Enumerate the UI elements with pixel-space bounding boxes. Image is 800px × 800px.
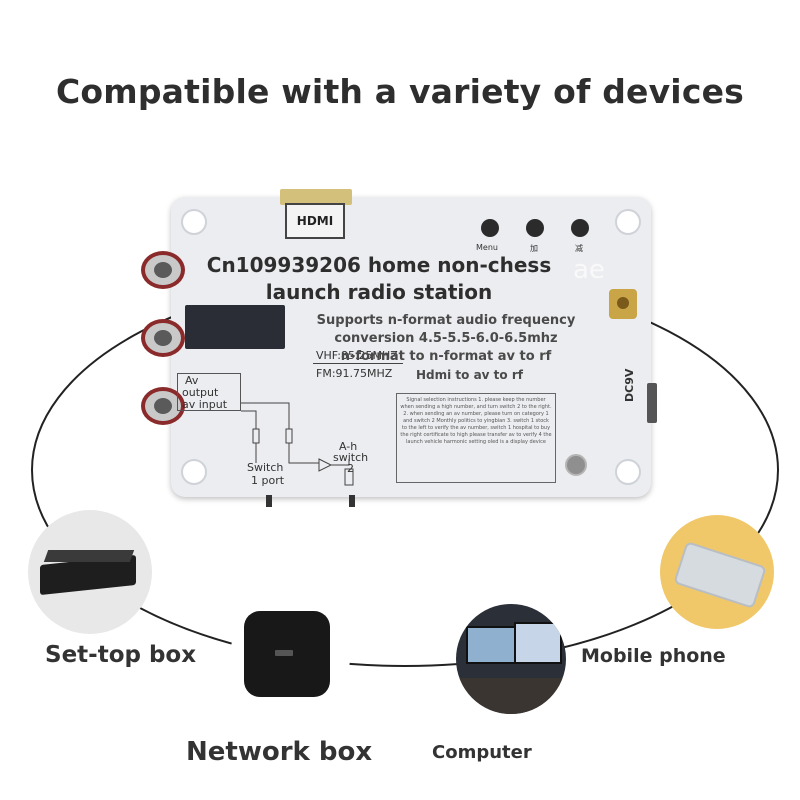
computer-label: Computer — [432, 742, 532, 763]
screw — [565, 454, 587, 476]
rca-connector — [141, 319, 185, 357]
headline: Compatible with a variety of devices — [55, 72, 745, 111]
antenna-connector — [609, 289, 637, 319]
mount-hole — [181, 209, 207, 235]
product-title-line-2: launch radio station — [265, 280, 493, 304]
computer-desk — [456, 678, 566, 714]
hdmi-label: HDMI — [285, 203, 345, 239]
circuit-lines — [241, 402, 354, 486]
mobile-phone-label: Mobile phone — [581, 645, 726, 667]
av-output-label: output — [182, 386, 219, 399]
computer-monitor-2-icon — [514, 622, 562, 664]
spec-line-3: n-format to n-format av to rf — [340, 349, 552, 364]
product-title-line-1: Cn109939206 home non-chess — [206, 253, 552, 277]
switch2-name-label: switch — [333, 451, 369, 464]
av-label: Av — [185, 374, 199, 387]
av-label-box — [177, 373, 241, 411]
set-top-box-image — [28, 510, 152, 634]
computer-monitor-icon — [466, 626, 518, 664]
mount-hole — [615, 459, 641, 485]
network-box-image — [230, 597, 350, 717]
dc-power-label: DC9V — [623, 368, 636, 402]
switch1-label: Switch — [247, 461, 284, 474]
dc-power-jack — [647, 383, 657, 423]
switch-1[interactable] — [266, 495, 272, 507]
switch2-number-label: 2 — [347, 462, 354, 475]
rca-connector — [141, 251, 185, 289]
computer-image — [456, 604, 566, 714]
network-box-logo — [275, 650, 293, 656]
mobile-phone-icon — [673, 541, 767, 609]
mount-hole — [615, 209, 641, 235]
spec-line-2: conversion 4.5-5.5-6.0-6.5mhz — [334, 331, 558, 346]
oled-display — [185, 305, 285, 349]
mount-hole — [181, 459, 207, 485]
set-top-box-label: Set-top box — [45, 642, 197, 668]
av-input-label: av input — [182, 398, 228, 411]
spec-line-4: Hdmi to av to rf — [416, 368, 523, 382]
menu-button[interactable] — [481, 219, 499, 237]
frequency-divider — [313, 363, 403, 364]
mobile-phone-image — [660, 515, 774, 629]
plus-button[interactable] — [526, 219, 544, 237]
switch1-port-label: 1 port — [251, 474, 285, 487]
product-title: Cn109939206 home non-chess launch radio … — [179, 252, 579, 306]
set-top-box-top — [43, 550, 135, 562]
menu-label: Menu — [476, 243, 498, 252]
transmitter-board: HDMI Menu 加 减 VHF:85.25MHZ FM:91.75MHZ A… — [141, 189, 657, 507]
switch2-label: A-h — [339, 440, 358, 453]
spec-line-1: Supports n-format audio frequency — [316, 313, 576, 328]
plus-label: 加 — [530, 244, 538, 253]
fm-frequency: FM:91.75MHZ — [316, 367, 393, 380]
vhf-frequency: VHF:85.25MHZ — [316, 349, 398, 362]
minus-label: 减 — [575, 244, 583, 253]
watermark: ae — [573, 255, 605, 285]
minus-button[interactable] — [571, 219, 589, 237]
switch-2[interactable] — [349, 495, 355, 507]
signal-instructions: Signal selection instructions 1. please … — [396, 393, 556, 483]
hdmi-port — [280, 189, 352, 205]
network-box-label: Network box — [186, 737, 373, 767]
spec-text: Supports n-format audio frequency conver… — [296, 312, 596, 366]
